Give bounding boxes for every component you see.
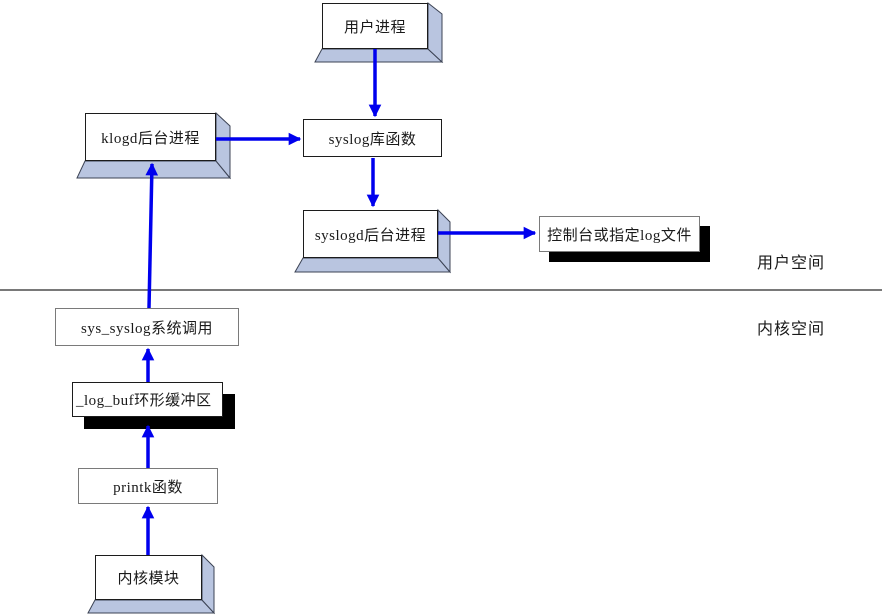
- node-printk-function: printk函数: [78, 468, 218, 504]
- user-space-label: 用户空间: [757, 255, 826, 272]
- node-syslog-library: syslog库函数: [303, 119, 442, 157]
- node-user-process: 用户进程: [322, 3, 428, 49]
- user-process-3d-band: [314, 1, 444, 64]
- kernel-space-label: 内核空间: [757, 321, 826, 338]
- node-kernel-module: 内核模块: [95, 555, 202, 600]
- node-console-or-log-file: 控制台或指定log文件: [539, 216, 700, 252]
- node-syslogd-daemon: syslogd后台进程: [303, 210, 438, 258]
- syslogd-3d-band: [294, 208, 452, 274]
- arrow-sys-syslog-to-klogd: [145, 162, 159, 309]
- node-log-buf-ring-buffer: _log_buf环形缓冲区: [72, 382, 223, 417]
- node-sys-syslog-call: sys_syslog系统调用: [55, 308, 239, 346]
- kernel-module-3d-band: [87, 553, 216, 615]
- node-klogd-daemon: klogd后台进程: [85, 113, 216, 161]
